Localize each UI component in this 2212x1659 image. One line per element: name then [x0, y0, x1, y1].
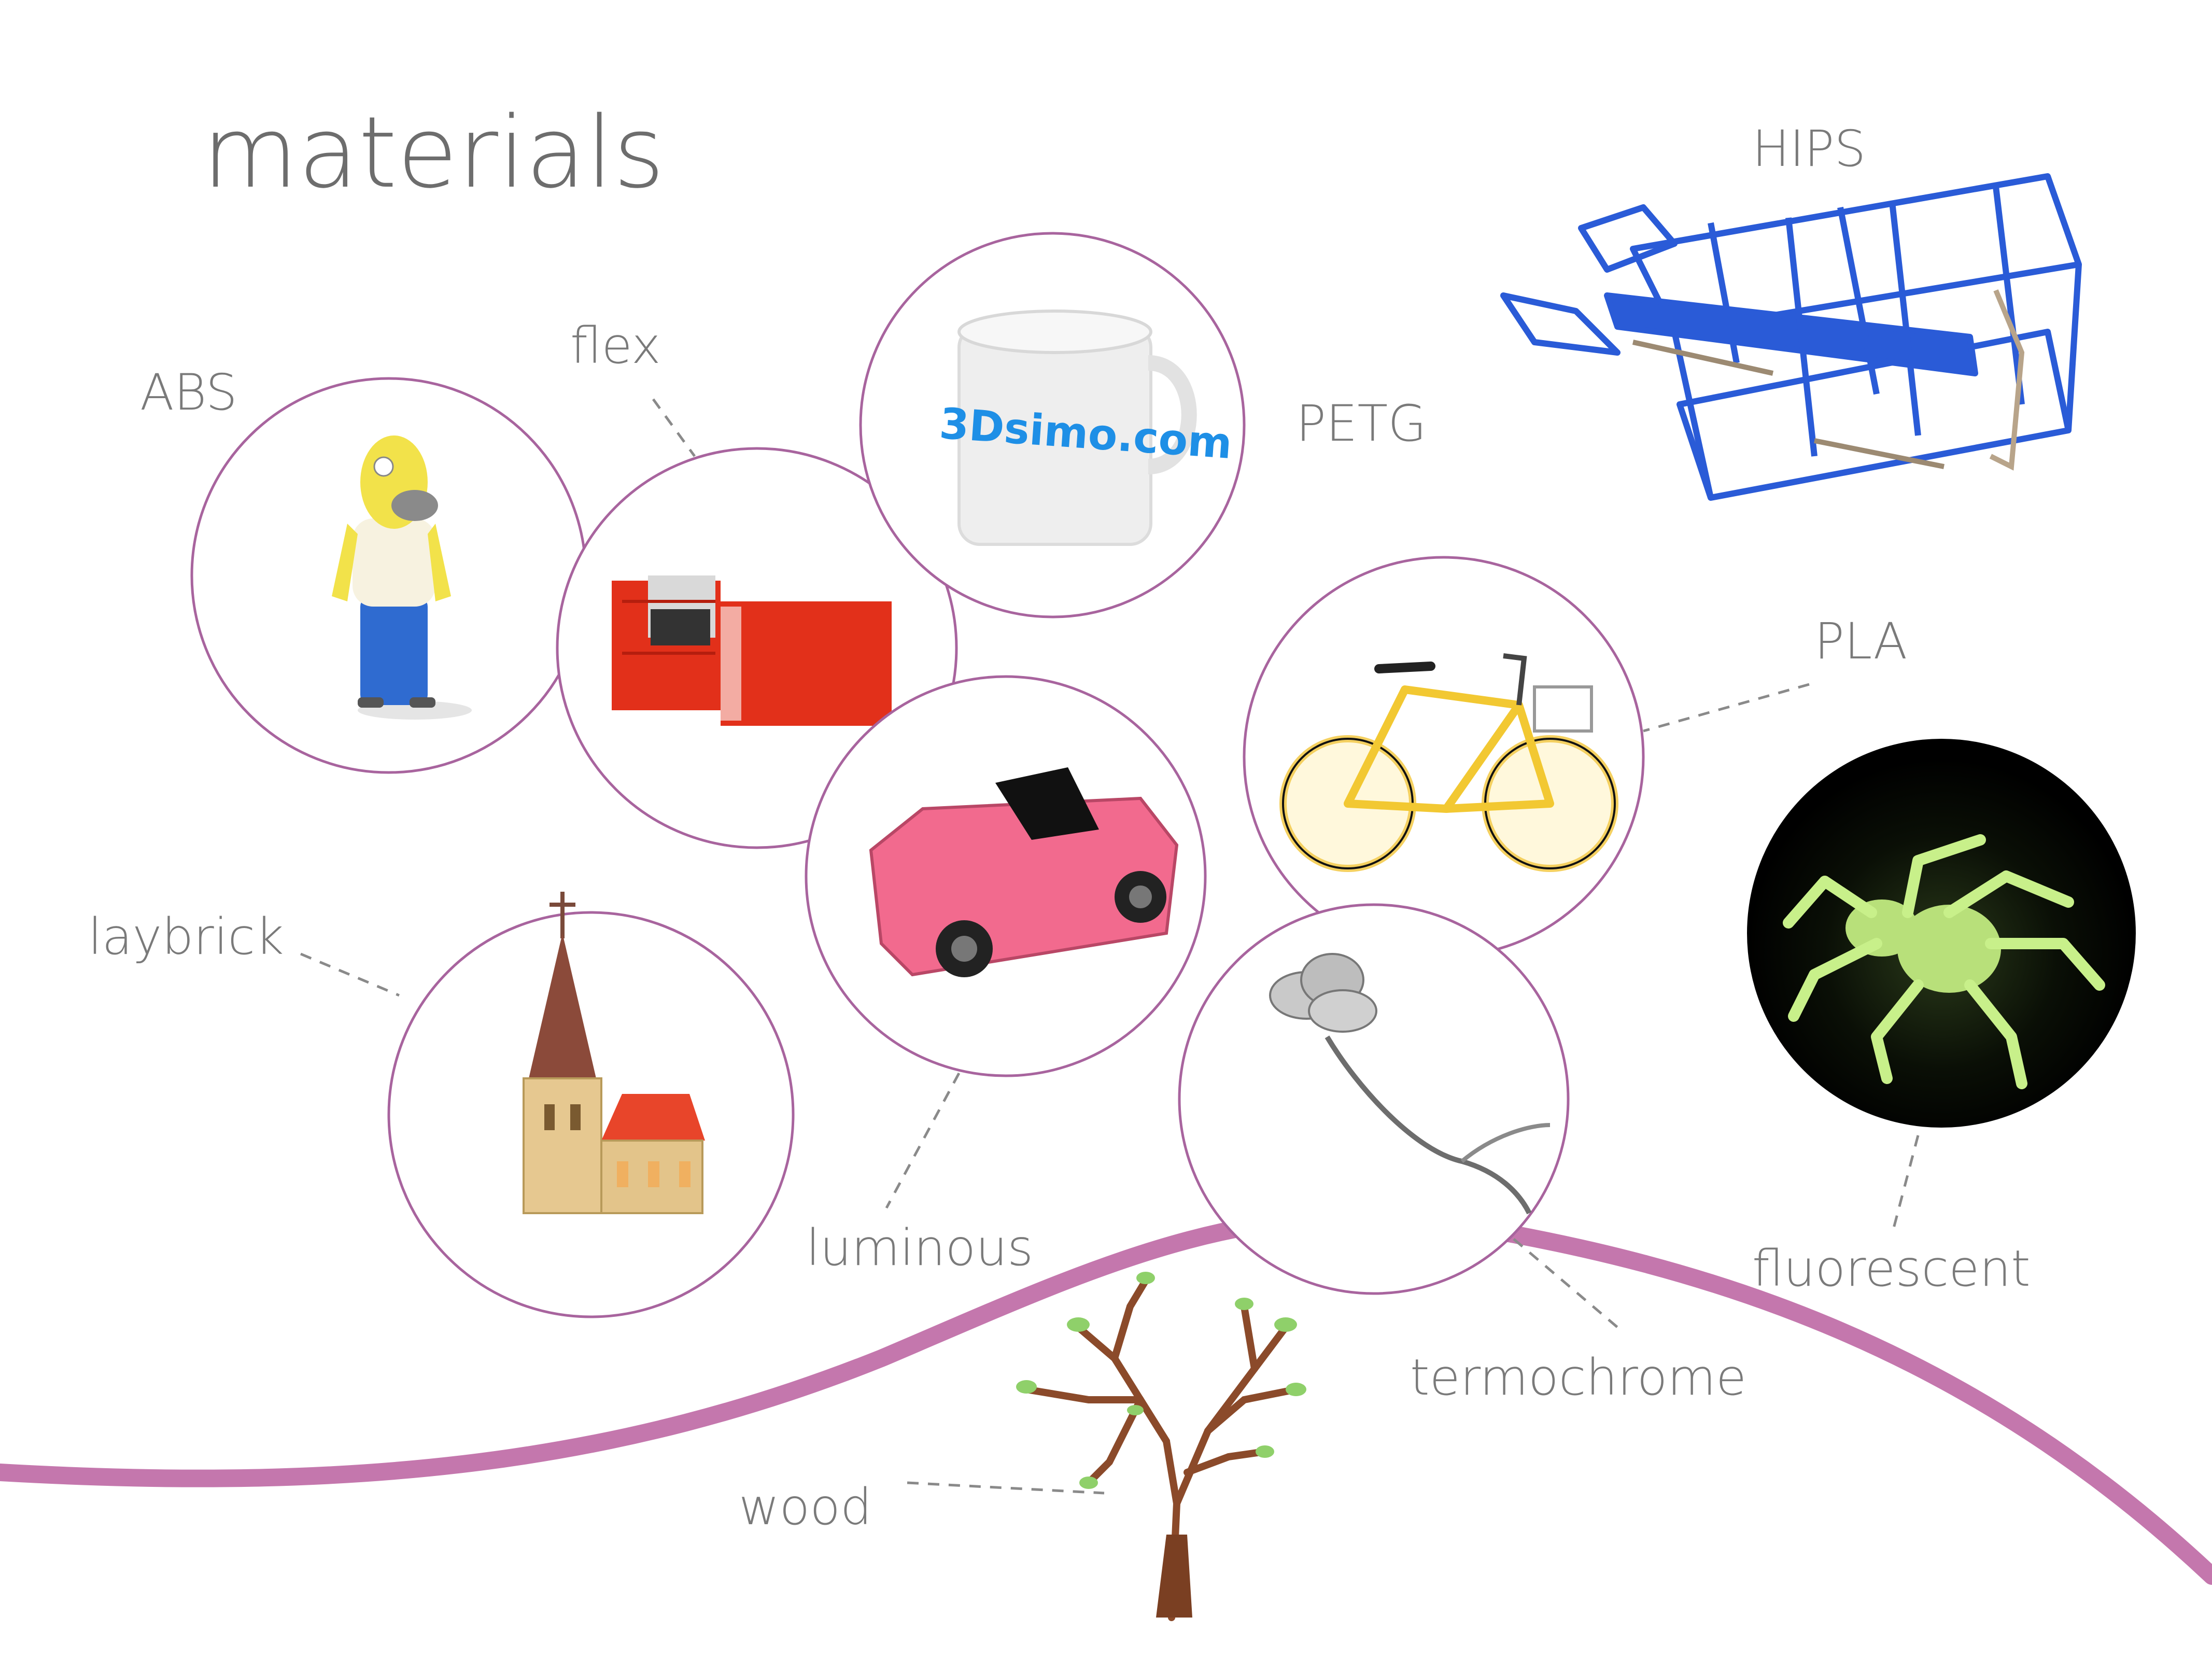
- connector-luminous: [885, 1072, 961, 1209]
- abs-sample: [190, 377, 587, 774]
- label-luminous: luminous: [806, 1219, 1033, 1277]
- label-flex: flex: [570, 317, 661, 375]
- pla-sample: [1243, 556, 1645, 958]
- wallet-icon: [612, 575, 892, 726]
- label-wood: wood: [739, 1478, 872, 1536]
- label-termochrome: termochrome: [1410, 1348, 1746, 1407]
- connector-wood: [907, 1481, 1105, 1495]
- laybrick-sample: [387, 892, 795, 1318]
- bicycle-icon: [1279, 653, 1618, 872]
- figure-icon: [332, 435, 472, 720]
- label-pla: PLA: [1814, 612, 1907, 670]
- hips-sample: [1500, 173, 2082, 501]
- connector-termochrome: [1513, 1238, 1618, 1328]
- flower-icon: [1269, 953, 1551, 1215]
- fluorescent-sample: [1747, 739, 2136, 1128]
- car-icon: [869, 767, 1179, 977]
- wave-curve: [0, 1207, 2212, 1585]
- petg-sample: 3Dsimo.com: [859, 232, 1246, 618]
- leaf-icons: [1016, 1272, 1306, 1489]
- tree-icon: [1023, 1277, 1300, 1621]
- church-icon: [523, 892, 705, 1214]
- spider-icon: [1783, 834, 2105, 1089]
- mug-icon: 3Dsimo.com: [938, 310, 1234, 546]
- label-hips: HIPS: [1752, 120, 1866, 178]
- luminous-sample: [805, 675, 1207, 1077]
- connector-pla: [1643, 683, 1810, 733]
- connector-laybrick: [300, 952, 400, 997]
- termochrome-sample: [1178, 903, 1570, 1295]
- label-abs: ABS: [140, 363, 237, 421]
- airplane-icon: [1500, 173, 2082, 501]
- label-petg: PETG: [1296, 395, 1427, 453]
- connector-flex: [652, 398, 696, 457]
- label-fluorescent: fluorescent: [1752, 1240, 2031, 1298]
- connector-fluorescent: [1891, 1135, 1920, 1234]
- wood-sample: [1016, 1272, 1306, 1621]
- page-title: materials: [202, 95, 665, 210]
- label-laybrick: laybrick: [88, 908, 284, 966]
